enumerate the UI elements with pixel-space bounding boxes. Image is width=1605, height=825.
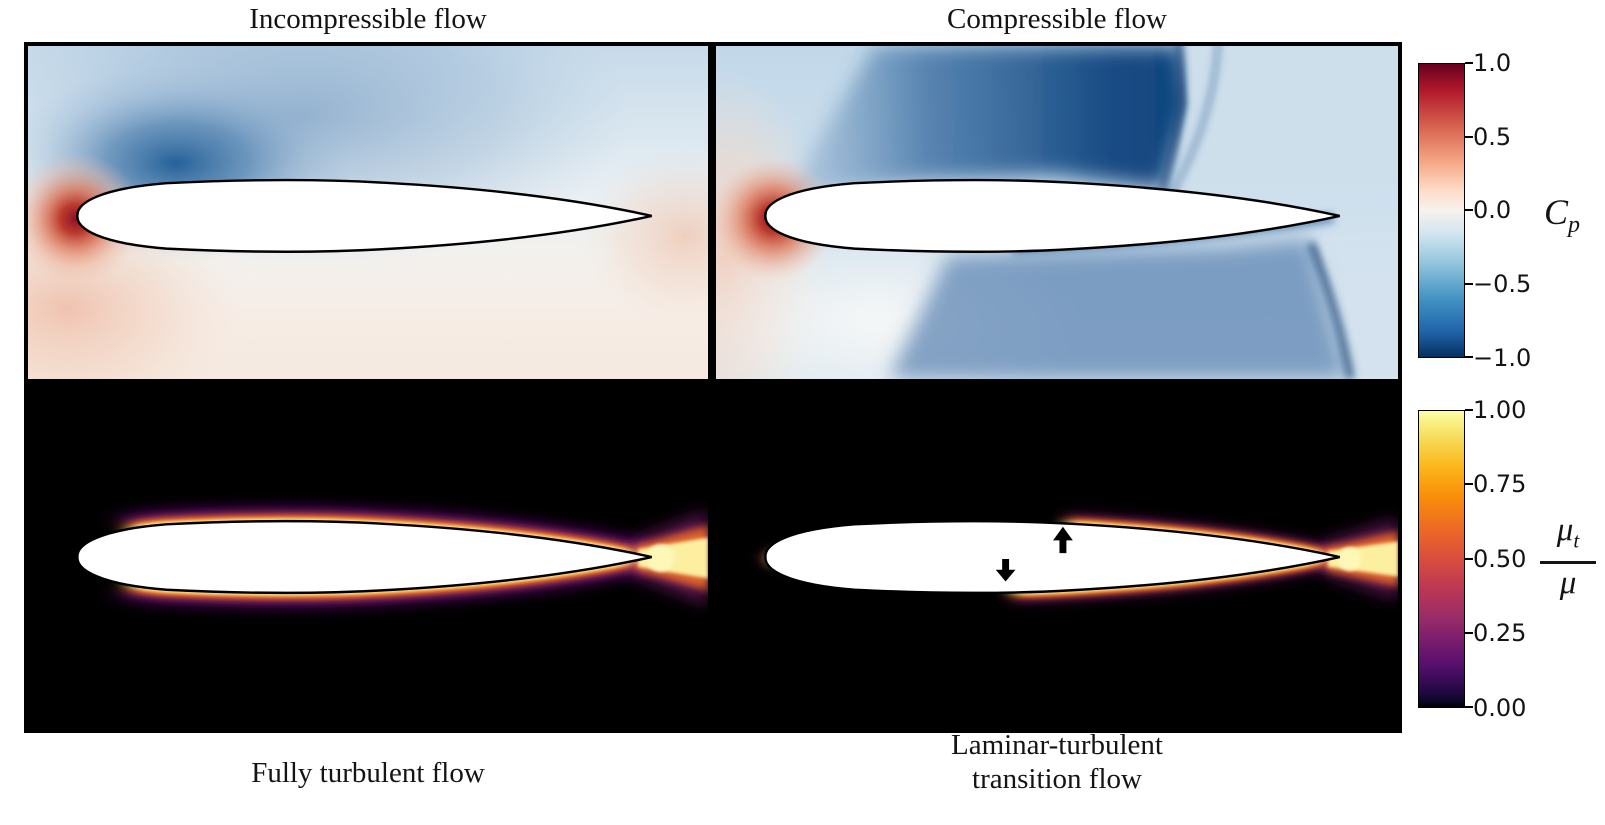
cp-tick-mark [1465,62,1473,64]
panel-transition-heatmap [712,383,1402,733]
turbulent-wake [1323,519,1398,599]
trailing-edge-pressure-region [578,148,708,325]
airfoil-outline [764,178,1340,254]
transition-up-arrow-icon [1053,526,1073,554]
mu-tick-label: 0.25 [1473,619,1527,647]
airfoil-outline [764,519,1340,595]
panel-fully-turbulent-heatmap [24,383,712,733]
cp-tick-mark [1465,283,1473,285]
incompressible-cp-field [28,46,708,379]
cp-tick-mark [1465,136,1473,138]
mu-tick-label: 1.00 [1473,396,1527,424]
airfoil-outline [76,519,652,595]
secondary-shock-front [1170,46,1221,194]
mu-t-symbol: μ [1556,512,1574,548]
title-fully-turbulent-flow: Fully turbulent flow [251,757,485,789]
lower-shock-front [1307,241,1355,379]
cp-colorbar [1418,63,1465,358]
cp-tick-mark [1465,356,1473,358]
viscosity-ratio-colorbar-label: μt μ [1540,512,1596,601]
mu-tick-mark [1465,632,1473,634]
transition-down-arrow-icon [995,558,1016,582]
fraction-denominator: μ [1559,564,1577,601]
cp-tick-label: 0.0 [1473,196,1512,224]
cp-tick-label: −0.5 [1473,270,1532,298]
mu-tick-mark [1465,483,1473,485]
fully-turbulent-viscosity-field [28,387,708,729]
cp-symbol: C [1544,192,1569,232]
cp-tick-label: 1.0 [1473,49,1512,77]
cp-tick-label: −1.0 [1473,344,1532,372]
cp-tick-mark [1465,209,1473,211]
mu-tick-label: 0.75 [1473,470,1527,498]
post-shock-region [1165,46,1398,193]
title-laminar-turbulent-transition-flow: Laminar-turbulent transition flow [950,729,1163,795]
mu-tick-mark [1465,706,1473,708]
panel-compressible-cp-heatmap [712,42,1402,383]
cp-tick-label: 0.5 [1473,123,1512,151]
cp-colorbar-label: Cp [1544,191,1580,239]
panel-incompressible-cp-heatmap [24,42,712,383]
viscosity-ratio-colorbar [1418,410,1465,708]
lower-supersonic-region [888,239,1349,379]
mu-tick-mark [1465,558,1473,560]
cp-subscript: p [1568,212,1581,239]
airfoil-outline [76,178,652,254]
mu-t-subscript: t [1573,528,1580,553]
mu-tick-mark [1465,409,1473,411]
upper-shock-front [1159,46,1185,192]
title-compressible-flow: Compressible flow [947,3,1167,35]
title-incompressible-flow: Incompressible flow [249,3,487,35]
transition-viscosity-field [716,387,1398,729]
supersonic-region [785,46,1189,199]
fraction-numerator: μt [1540,512,1596,564]
turbulent-wake [632,512,708,604]
compressible-cp-field [716,46,1398,379]
mu-tick-label: 0.50 [1473,545,1527,573]
mu-tick-label: 0.00 [1473,694,1527,722]
lower-post-shock-region [1316,232,1398,379]
